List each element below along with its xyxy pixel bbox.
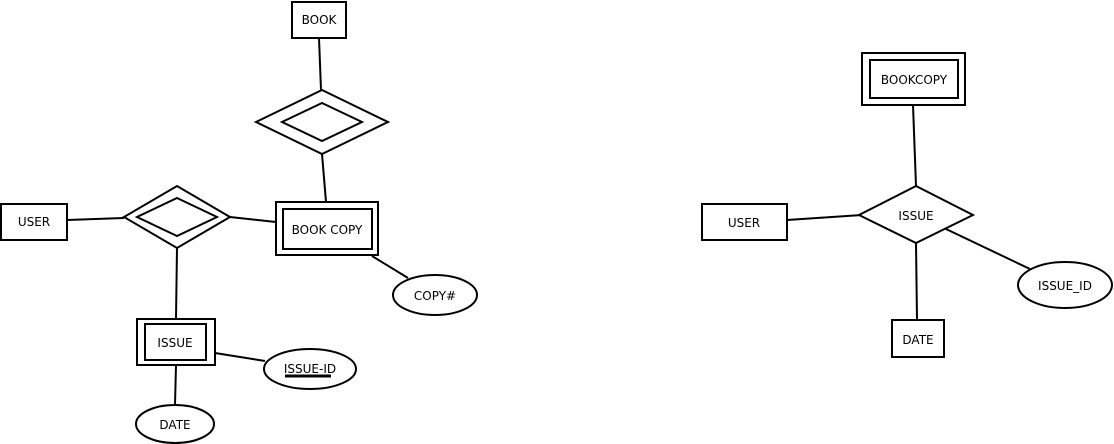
- copy-number-label: COPY#: [414, 289, 456, 303]
- edge-relationship-to-book-copy: [321, 153, 327, 203]
- issue-weak-entity-label: ISSUE: [157, 336, 192, 350]
- book-entity-label: BOOK: [302, 13, 338, 27]
- copy-number-attribute[interactable]: COPY#: [392, 274, 478, 316]
- issue-relationship-label: ISSUE: [898, 209, 933, 223]
- user-entity-label: USER: [18, 215, 50, 229]
- issue-relationship[interactable]: ISSUE: [856, 184, 976, 245]
- right-user-label: USER: [728, 216, 760, 230]
- identifying-relationship-user[interactable]: [122, 184, 232, 250]
- edge-user-to-issue: [786, 214, 863, 221]
- user-entity[interactable]: USER: [0, 203, 68, 241]
- edge-issue-to-date: [915, 242, 918, 321]
- right-date-label: DATE: [902, 333, 933, 347]
- issue-id-attribute[interactable]: ISSUE-ID: [263, 348, 357, 390]
- edge-issue-to-issue-id-attr: [214, 352, 266, 362]
- left-er-diagram: BOOK USER BOOK COPY COPY#: [0, 1, 478, 444]
- date-attribute[interactable]: DATE: [135, 404, 215, 444]
- right-er-diagram: BOOKCOPY USER ISSUE ISSUE_ID DATE: [701, 52, 1113, 358]
- edge-issue-to-issue-id: [945, 228, 1031, 270]
- edge-user-to-relationship: [66, 217, 125, 221]
- identifying-relationship-book[interactable]: [253, 88, 391, 156]
- issue-weak-entity[interactable]: ISSUE: [136, 318, 216, 366]
- issue-id-right-attribute[interactable]: ISSUE_ID: [1017, 261, 1113, 309]
- edge-relationship-to-book-copy-2: [229, 216, 277, 223]
- book-copy-label: BOOK COPY: [292, 223, 363, 237]
- edge-book-to-relationship: [318, 37, 322, 91]
- issue-id-right-label: ISSUE_ID: [1038, 279, 1092, 293]
- issue-id-label: ISSUE-ID: [284, 362, 336, 376]
- book-copy-weak-entity[interactable]: BOOK COPY: [275, 201, 379, 256]
- right-user-entity[interactable]: USER: [701, 203, 788, 241]
- edge-relationship-to-issue: [175, 247, 178, 320]
- edge-book-copy-to-copy-attr: [371, 255, 409, 279]
- book-entity[interactable]: BOOK: [291, 1, 347, 39]
- edge-bookcopy-to-issue: [912, 104, 917, 187]
- right-date-box[interactable]: DATE: [891, 319, 945, 358]
- edge-issue-to-date-attr: [174, 364, 177, 406]
- bookcopy-label: BOOKCOPY: [881, 73, 948, 87]
- bookcopy-weak-entity[interactable]: BOOKCOPY: [861, 52, 966, 106]
- date-attribute-label: DATE: [159, 418, 190, 432]
